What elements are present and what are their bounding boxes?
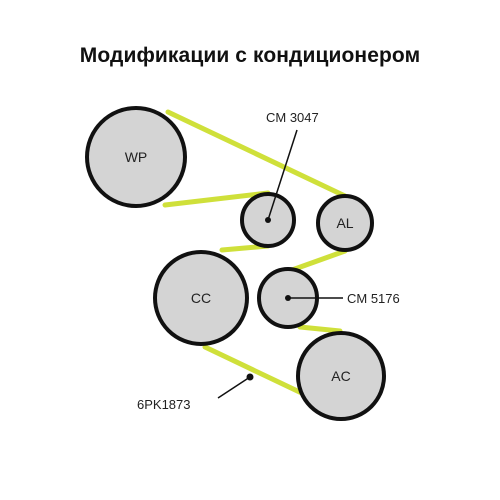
pulley-wp-label: WP [125, 149, 148, 165]
pulley-al-label: AL [336, 215, 353, 231]
pulley-ac-label: AC [331, 368, 350, 384]
page-title: Модификации с кондиционером [79, 44, 421, 67]
callout-idler-top: CM 3047 [266, 110, 319, 125]
belt-segment-wp-al [165, 109, 348, 199]
callout-idler-mid: CM 5176 [347, 291, 400, 306]
belt-segment-idler-ac [297, 324, 343, 334]
callout-leader-idler-top [267, 129, 298, 221]
callout-leader-belt [217, 376, 251, 399]
belt-segment-wp-idler [162, 190, 271, 208]
belt-segment-cc-ac [202, 344, 313, 400]
pulley-al: AL [316, 194, 374, 252]
pulley-cc-label: CC [191, 290, 211, 306]
callout-belt: 6PK1873 [137, 397, 191, 412]
pulley-ac: AC [296, 331, 386, 421]
pulley-cc: CC [153, 250, 249, 346]
pulley-wp: WP [85, 106, 187, 208]
belt-segment-al-idler [289, 248, 348, 273]
belt-callout-dot [246, 373, 254, 381]
